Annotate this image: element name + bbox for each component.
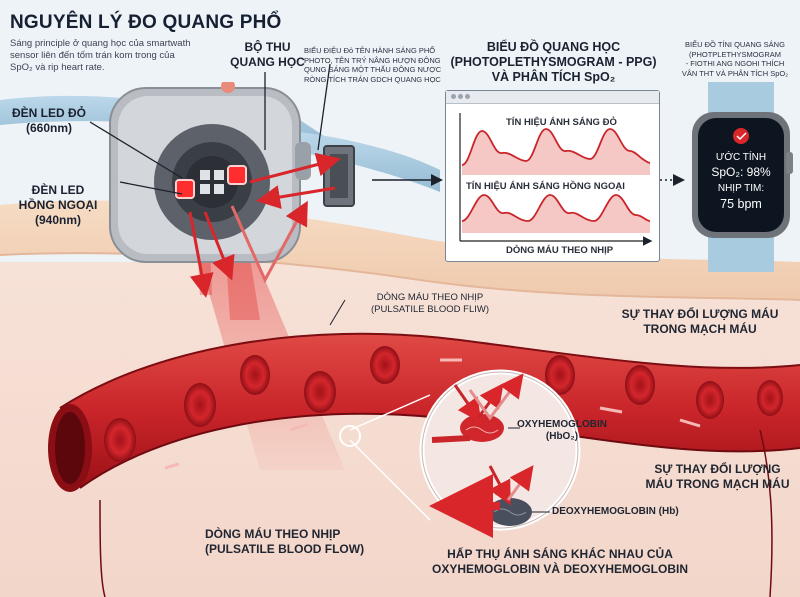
label-line: (660nm) <box>25 121 72 135</box>
intro-text: Sáng principle ở quang học của smartwath… <box>10 38 225 74</box>
red-blood-cell <box>370 346 400 384</box>
label-line: TRONG MẠCH MÁU <box>643 322 757 336</box>
red-blood-cell <box>625 365 655 405</box>
x-axis-label: DÒNG MÁU THEO NHỊP <box>506 245 614 256</box>
red-blood-cell <box>184 383 216 427</box>
intro-line: Sáng principle ở quang học của smartwath <box>10 38 191 49</box>
heart-icon <box>733 128 749 144</box>
label-line: OXYHEMOGLOBIN <box>516 419 607 430</box>
heart-rate-value: 75 bpm <box>720 197 762 211</box>
red-blood-cell <box>757 380 783 416</box>
red-led-label: ĐÈN LED ĐỎ (660nm) <box>4 106 94 136</box>
red-blood-cell <box>696 381 724 419</box>
pulsatile-flow-label-bottom: DÒNG MÁU THEO NHỊP (PULSATILE BLOOD FLOW… <box>205 527 395 557</box>
caption-line: BIỂU ĐỒ TÍNI QUANG SÁNG <box>685 40 785 49</box>
ir-signal-wave <box>462 195 650 233</box>
red-blood-cell <box>104 418 136 462</box>
label-line: MÁU TRONG MẠCH MÁU <box>645 477 790 491</box>
reflection-arrow <box>431 435 471 443</box>
red-signal-wave <box>462 129 650 175</box>
intro-line: SpO₂ và rip heart rate. <box>10 62 105 73</box>
estimate-label: ƯỚC TÍNH <box>715 152 767 163</box>
label-line: ĐÈN LED <box>31 183 85 197</box>
label-line: (PULSATILE BLOOD FLIW) <box>370 304 490 315</box>
label-line: (PULSATILE BLOOD FLOW) <box>205 542 365 556</box>
red-blood-cell <box>545 355 575 395</box>
ppg-heading: BIỂU ĐỒ QUANG HỌC (PHOTOPLETHYSMOGRAM - … <box>446 40 661 85</box>
label-line: DÒNG MÁU THEO NHỊP <box>376 292 484 303</box>
label-line: OXYHEMOGLOBIN VÀ DEOXYHEMOGLOBIN <box>431 562 689 576</box>
heading-line: VÀ PHÂN TÍCH SpO₂ <box>491 70 616 84</box>
window-dot-icon <box>451 94 456 99</box>
label-line: ĐÈN LED ĐỎ <box>11 106 86 120</box>
heading-line: BIỂU ĐỒ QUANG HỌC <box>486 40 621 54</box>
photodetector-label: BỘ THU QUANG HỌC <box>225 40 310 70</box>
volume-change-label-right: SỰ THAY ĐỔI LƯỢNG MÁU TRONG MẠCH MÁU <box>640 462 795 492</box>
smartwatch-back <box>109 82 311 263</box>
sensor-note: BIẾU ĐIỆU Đỏ TÊN HÀNH SÁNG PHỔ PHOTO, TÊ… <box>304 46 449 84</box>
crown-button <box>221 82 235 93</box>
flow-arrow <box>679 418 701 428</box>
caption-line: VÂN THT VÀ PHÂN TÍCH SpO₂ <box>681 68 789 78</box>
label-line: (940nm) <box>34 213 81 227</box>
page-title: NGUYÊN LÝ ĐO QUANG PHỔ <box>10 12 282 33</box>
label-line: SỰ THAY ĐỔI LƯỢNG MÁU <box>621 307 779 321</box>
note-line: QUNG SÁNG MỘT THẤU ĐÔNG NƯỢC <box>304 65 442 74</box>
watch-caption: BIỂU ĐỒ TÍNI QUANG SÁNG (PHOTPLETHYSMOGR… <box>672 40 798 78</box>
heart-rate-label: NHỊP TIM: <box>717 183 765 194</box>
ppg-chart-panel: TÍN HIỆU ÁNH SÁNG ĐỎ TÍN HIỆU ÁNH SÁNG H… <box>445 90 660 262</box>
spo2-value: SpO₂: 98% <box>711 165 771 179</box>
caption-line: (PHOTPLETHYSMOGRAM <box>688 49 782 59</box>
flow-arrow <box>599 406 623 414</box>
note-line: PHOTO, TÊN TRÝ NÂNG HƯỢN ĐÔNG <box>304 55 441 65</box>
watch-front <box>692 82 793 272</box>
ppg-waveforms <box>459 113 653 246</box>
flow-arrow <box>289 422 309 432</box>
flow-arrow <box>164 462 180 470</box>
note-line: RÒNG TÍCH TRÁN GDCH QUANG HỌC <box>304 74 441 84</box>
ir-led-icon <box>227 165 247 185</box>
label-line: DÒNG MÁU THEO NHỊP <box>205 527 341 541</box>
intro-line: sensor liên đến tốm trán kom trong của <box>10 50 175 61</box>
heading-line: (PHOTOPLETHYSMOGRAM - PPG) <box>450 55 657 69</box>
red-blood-cell <box>304 371 336 413</box>
ir-signal-label: TÍN HIỆU ÁNH SÁNG HỒNG NGOẠI <box>466 181 625 192</box>
label-line: SỰ THAY ĐỔI LƯỢNG <box>654 462 781 476</box>
note-line: BIẾU ĐIỆU Đỏ TÊN HÀNH SÁNG PHỔ <box>304 46 436 55</box>
window-dot-icon <box>458 94 463 99</box>
pulsatile-flow-label-top: DÒNG MÁU THEO NHỊP (PULSATILE BLOOD FLIW… <box>345 292 515 316</box>
absorption-caption: HẤP THỤ ÁNH SÁNG KHÁC NHAU CỦA OXYHEMOGL… <box>415 547 705 577</box>
chart-window-titlebar <box>446 91 659 104</box>
window-dot-icon <box>465 94 470 99</box>
label-line: HẤP THỤ ÁNH SÁNG KHÁC NHAU CỦA <box>447 547 673 561</box>
oxyhemoglobin-label: OXYHEMOGLOBIN (HbO₂) <box>512 419 612 443</box>
label-line: HỒNG NGOẠI <box>18 198 98 212</box>
photodetector-icon <box>200 170 210 180</box>
volume-change-label-top: SỰ THAY ĐỔI LƯỢNG MÁU TRONG MẠCH MÁU <box>610 307 790 337</box>
red-signal-label: TÍN HIỆU ÁNH SÁNG ĐỎ <box>506 117 617 128</box>
digital-crown <box>786 152 793 174</box>
caption-line: - FIOTHI ANG NGOHI THÍCH <box>685 59 785 68</box>
deoxyhemoglobin-label: DEOXYHEMOGLOBIN (Hb) <box>552 506 679 517</box>
red-blood-cell <box>240 355 270 395</box>
label-line: BỘ THU <box>244 40 291 54</box>
ir-led-label: ĐÈN LED HỒNG NGOẠI (940nm) <box>8 183 108 228</box>
label-line: (HbO₂) <box>545 431 579 442</box>
label-line: QUANG HỌC <box>230 55 305 69</box>
